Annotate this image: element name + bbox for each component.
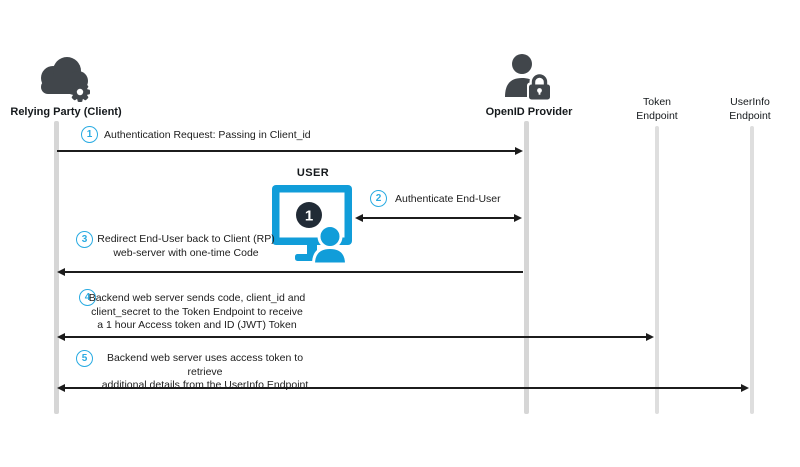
step-2-text: Authenticate End-User [395,193,501,205]
step-2-badge: 2 [370,190,387,207]
monitor-badge-number: 1 [305,208,313,225]
lifeline-openid-provider [524,121,529,414]
lifeline-token-endpoint [655,126,659,414]
step-4-line2: client_secret to the Token Endpoint to r… [91,305,303,318]
step-1-text: Authentication Request: Passing in Clien… [104,129,311,141]
step-4-line1: Backend web server sends code, client_id… [88,292,306,304]
userinfo-endpoint-label: UserInfo Endpoint [700,96,800,123]
step-5-badge: 5 [76,350,93,367]
token-endpoint-line2: Endpoint [636,109,678,122]
lifeline-relying-party [54,121,59,414]
userinfo-endpoint-line1: UserInfo [730,96,770,108]
step-3-text: Redirect End-User back to Client (RP) we… [95,233,277,260]
relying-party-label: Relying Party (Client) [10,106,122,118]
step-1-arrow [57,147,523,154]
step-2-arrow [355,214,522,221]
userinfo-endpoint-line2: Endpoint [729,109,771,122]
step-4-text: Backend web server sends code, client_id… [86,292,308,333]
step-4-badge: 4 [79,289,96,306]
token-endpoint-label: Token Endpoint [607,96,707,123]
lifeline-userinfo-endpoint [750,126,754,414]
step-3-line2: web-server with one-time Code [113,246,259,259]
cloud-gear-icon [41,57,90,102]
step-5-line1: Backend web server uses access token to … [106,352,304,378]
openid-provider-label: OpenID Provider [485,106,573,118]
user-monitor-icon: 1 [272,185,352,264]
step-5-arrow [57,384,749,391]
person-lock-icon [505,54,552,102]
step-3-line1: Redirect End-User back to Client (RP) [97,233,275,245]
step-1-badge: 1 [81,126,98,143]
step-5-line2: additional details from the UserInfo End… [101,379,309,391]
step-4-line3: a 1 hour Access token and ID (JWT) Token [97,319,297,331]
step-4-arrow [57,333,654,340]
user-label: USER [296,167,330,179]
step-3-badge: 3 [76,231,93,248]
step-3-arrow [57,268,523,275]
token-endpoint-line1: Token [642,96,672,108]
user-person-icon [311,224,349,264]
